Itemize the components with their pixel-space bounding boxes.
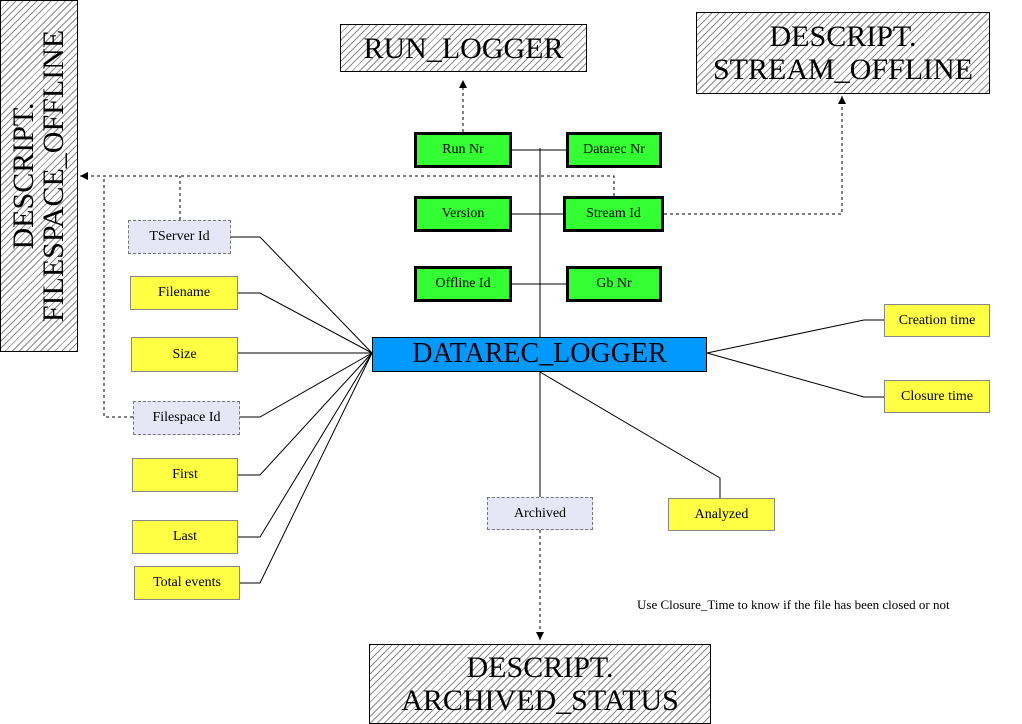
filename-label: Filename bbox=[157, 285, 211, 301]
filespace-offline-label-2: FILESPACE_OFFLINE bbox=[37, 29, 70, 323]
stream-id-field: Stream Id bbox=[563, 196, 664, 232]
run-nr-field: Run Nr bbox=[414, 132, 512, 168]
run-logger-label: RUN_LOGGER bbox=[363, 31, 564, 65]
last-label: Last bbox=[172, 529, 198, 545]
stream-offline-entity: DESCRIPT. STREAM_OFFLINE bbox=[696, 12, 990, 94]
run-logger-entity: RUN_LOGGER bbox=[340, 24, 587, 72]
first-label: First bbox=[172, 467, 198, 483]
size-label: Size bbox=[172, 346, 197, 362]
datarec-logger-label: DATAREC_LOGGER bbox=[412, 338, 667, 370]
datarec-logger-entity: DATAREC_LOGGER bbox=[372, 337, 707, 372]
closure-time-note: Use Closure_Time to know if the file has… bbox=[637, 597, 950, 612]
last-field: Last bbox=[132, 520, 238, 554]
stream-offline-label-1: DESCRIPT. bbox=[769, 20, 917, 53]
filespace-id-label: Filespace Id bbox=[152, 410, 221, 426]
gb-nr-field: Gb Nr bbox=[566, 266, 662, 302]
closure-time-label: Closure time bbox=[901, 388, 973, 404]
filespace-offline-label-1: DESCRIPT. bbox=[7, 102, 40, 250]
closure-time-field: Closure time bbox=[884, 380, 990, 413]
filespace-offline-entity: DESCRIPT. FILESPACE_OFFLINE bbox=[0, 0, 78, 352]
tserver-id-field: TServer Id bbox=[128, 220, 231, 254]
archived-status-label-1: DESCRIPT. bbox=[466, 651, 614, 684]
stream-id-label: Stream Id bbox=[586, 206, 641, 222]
offline-id-field: Offline Id bbox=[414, 266, 512, 302]
analyzed-field: Analyzed bbox=[668, 498, 775, 531]
creation-time-label: Creation time bbox=[898, 312, 976, 328]
size-field: Size bbox=[131, 337, 238, 372]
offline-id-label: Offline Id bbox=[435, 276, 491, 292]
tserver-id-label: TServer Id bbox=[149, 229, 210, 245]
run-nr-label: Run Nr bbox=[442, 142, 484, 158]
stream-offline-label-2: STREAM_OFFLINE bbox=[712, 53, 974, 86]
filespace-id-field: Filespace Id bbox=[133, 401, 240, 435]
analyzed-label: Analyzed bbox=[694, 506, 749, 522]
version-field: Version bbox=[414, 196, 512, 232]
archived-status-label-2: ARCHIVED_STATUS bbox=[401, 684, 679, 717]
archived-status-entity: DESCRIPT. ARCHIVED_STATUS bbox=[369, 644, 711, 724]
creation-time-field: Creation time bbox=[884, 304, 990, 337]
archived-label: Archived bbox=[513, 505, 567, 521]
version-label: Version bbox=[441, 206, 485, 222]
datarec-nr-label: Datarec Nr bbox=[583, 142, 645, 158]
filename-field: Filename bbox=[130, 276, 238, 310]
first-field: First bbox=[132, 458, 238, 492]
archived-field: Archived bbox=[487, 497, 593, 530]
total-events-label: Total events bbox=[153, 575, 221, 591]
total-events-field: Total events bbox=[134, 566, 240, 600]
datarec-nr-field: Datarec Nr bbox=[566, 132, 662, 168]
gb-nr-label: Gb Nr bbox=[596, 276, 632, 292]
